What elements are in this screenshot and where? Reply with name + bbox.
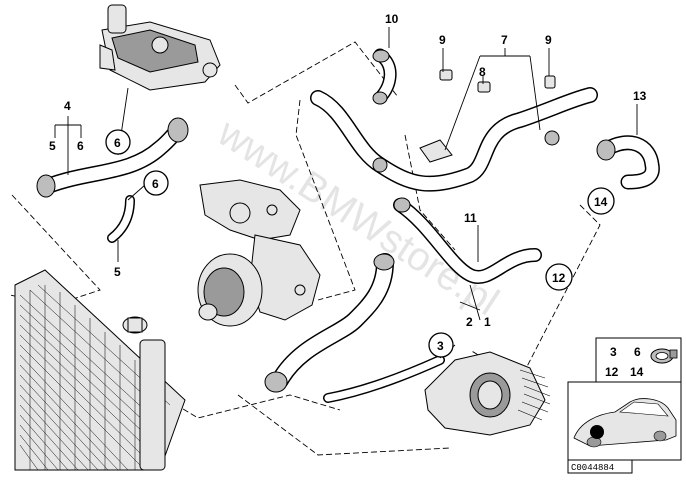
- thermostat-housing: [99, 4, 221, 91]
- bolts: [419, 69, 556, 163]
- callout-6-top: 6: [77, 139, 84, 153]
- callout-3-circle: 3: [437, 339, 444, 353]
- legend-number-6: 6: [634, 345, 641, 359]
- callout-9-left: 9: [439, 33, 446, 47]
- legend-number-12: 12: [605, 365, 619, 379]
- callout-6-circle-a: 6: [114, 136, 121, 150]
- diagram-part-number: C0044884: [571, 463, 614, 473]
- callout-11: 11: [464, 211, 477, 225]
- hoses: [40, 48, 660, 403]
- callout-1: 1: [484, 315, 491, 329]
- callout-7: 7: [501, 33, 508, 47]
- clamp-icon: [650, 348, 678, 364]
- car-silhouette-icon: [573, 398, 677, 448]
- legend-number-14: 14: [630, 365, 644, 379]
- callout-8: 8: [479, 65, 486, 79]
- part-number-box: C0044884: [567, 459, 633, 474]
- radiator: [14, 269, 186, 471]
- callout-labels: 10 9 7 9 8 13 4 5 6 5 11 2 1: [49, 12, 647, 329]
- callout-10: 10: [385, 12, 399, 26]
- car-location-box: [567, 381, 682, 461]
- callout-13: 13: [633, 89, 647, 103]
- location-marker: [590, 425, 604, 439]
- callout-5-bottom: 5: [114, 265, 121, 279]
- callout-12-circle: 12: [552, 271, 566, 285]
- callout-14-circle: 14: [594, 195, 608, 209]
- callout-4: 4: [64, 99, 71, 113]
- callout-2: 2: [466, 315, 473, 329]
- callout-6-circle-b: 6: [152, 177, 159, 191]
- callout-5-top: 5: [49, 139, 56, 153]
- callout-9-right: 9: [545, 33, 552, 47]
- group-outline-lines: [9, 41, 601, 456]
- outlet-housing: [424, 351, 551, 436]
- legend-number-3: 3: [610, 345, 617, 359]
- clamp-legend-box: 3 6 12 14: [595, 337, 682, 383]
- circled-callouts: 6 6 14 12 3: [105, 129, 615, 358]
- water-pump: [197, 179, 321, 327]
